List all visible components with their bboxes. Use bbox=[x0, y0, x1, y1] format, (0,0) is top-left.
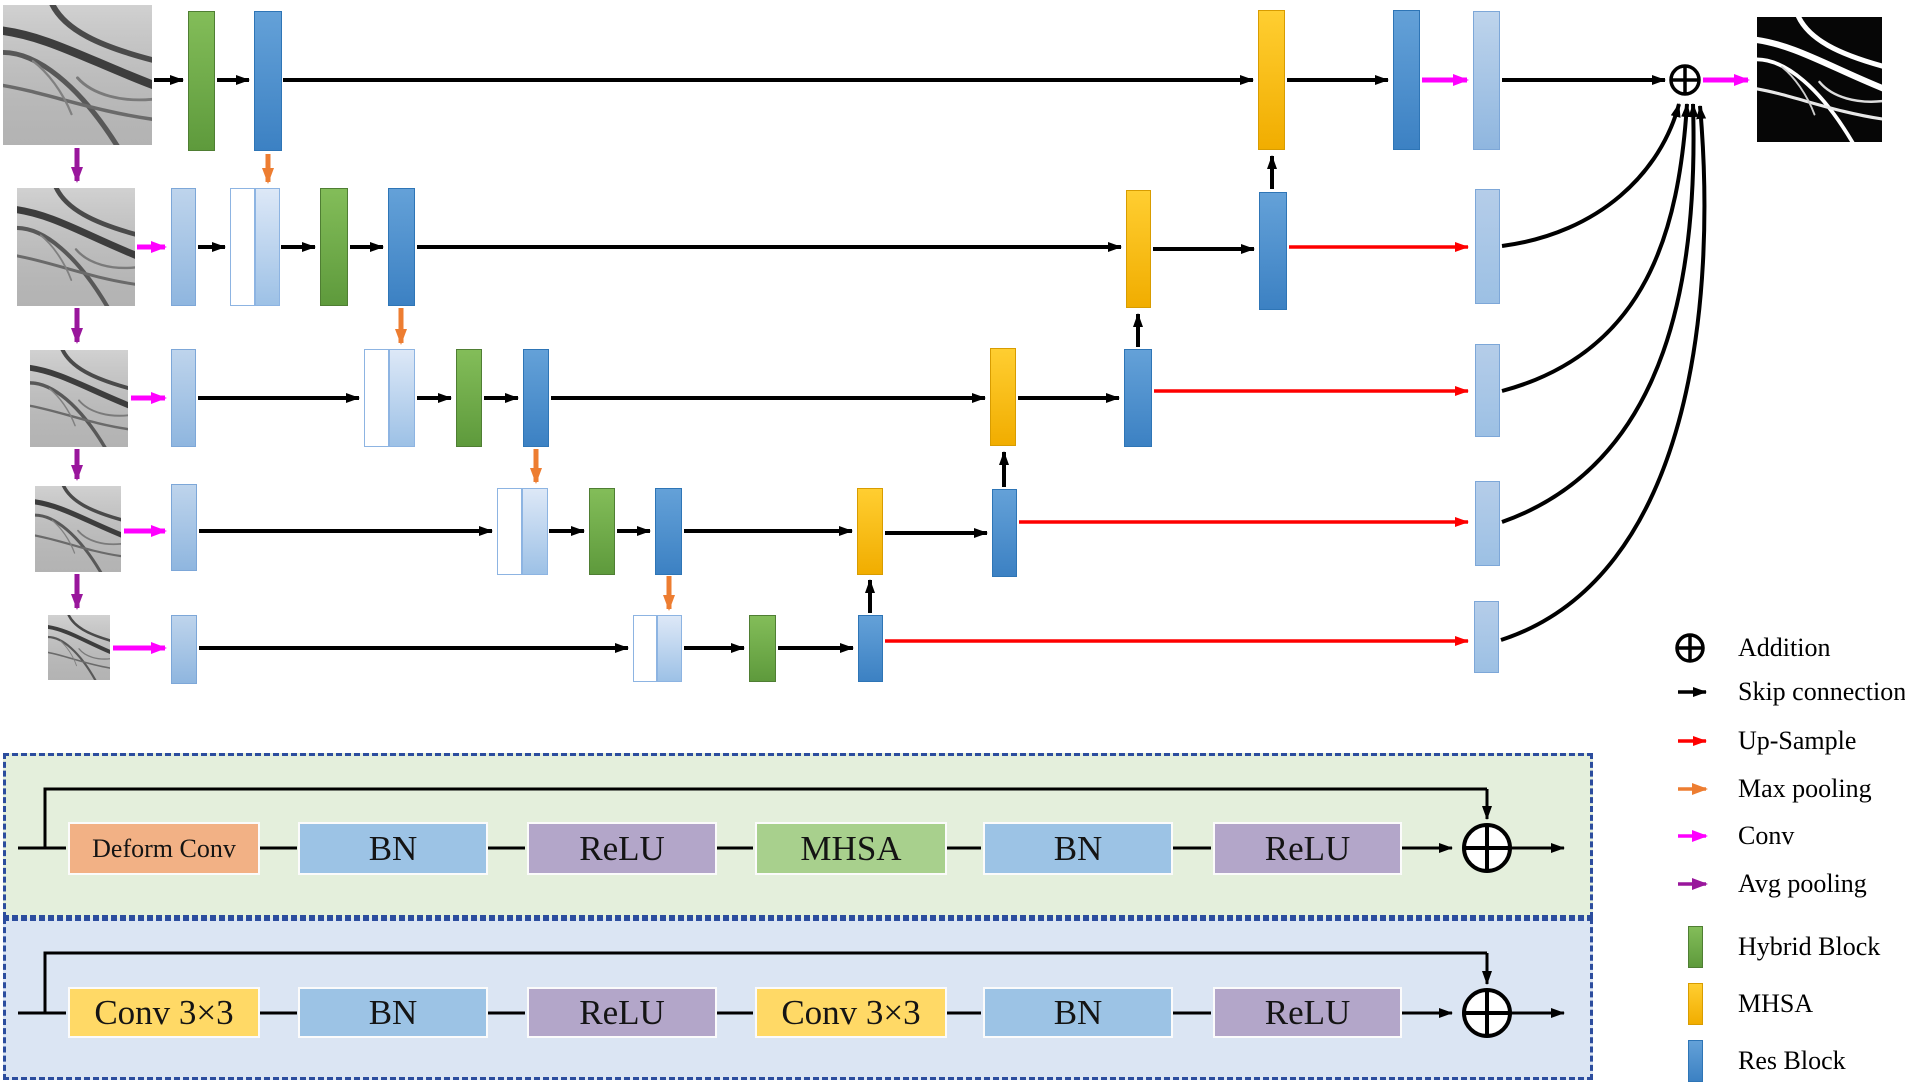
panel-box-bn: BN bbox=[983, 822, 1173, 875]
conv-feature-block bbox=[171, 484, 197, 571]
res-block bbox=[523, 349, 549, 447]
legend-label-up-sample: Up-Sample bbox=[1738, 726, 1857, 755]
concat-block-pooled-half bbox=[389, 349, 415, 447]
hybrid-block-icon bbox=[1688, 926, 1703, 968]
hybrid-block bbox=[456, 349, 482, 447]
mhsa-block bbox=[990, 348, 1016, 446]
hybrid-block bbox=[589, 488, 615, 575]
panel-box-relu: ReLU bbox=[1213, 822, 1402, 875]
legend-label-mhsa: MHSA bbox=[1738, 989, 1814, 1018]
panel-box-label: BN bbox=[368, 828, 418, 868]
panel-box-deform-conv: Deform Conv bbox=[68, 822, 260, 875]
panel-box-label: Deform Conv bbox=[92, 833, 236, 863]
input-image-scale-4 bbox=[35, 486, 121, 572]
panel-box-label: BN bbox=[1053, 992, 1103, 1032]
panel-box-mhsa: MHSA bbox=[755, 822, 947, 875]
res-block bbox=[1393, 10, 1420, 150]
input-image-scale-3 bbox=[30, 350, 128, 447]
res-block bbox=[1259, 192, 1287, 310]
legend-label-avg-pooling: Avg pooling bbox=[1738, 869, 1867, 898]
input-image-scale-2 bbox=[17, 188, 135, 306]
panel-box-label: MHSA bbox=[800, 828, 902, 868]
mhsa-block bbox=[1126, 190, 1151, 308]
input-image-scale-5 bbox=[48, 615, 110, 680]
res-block bbox=[254, 11, 282, 151]
mhsa-block bbox=[857, 488, 883, 575]
legend-label-skip-connection: Skip connection bbox=[1738, 677, 1905, 706]
upsample-arrows bbox=[885, 242, 1469, 646]
concat-block-identity-half bbox=[230, 188, 255, 306]
upsampled-feature-block bbox=[1475, 481, 1500, 566]
panel-box-relu: ReLU bbox=[527, 987, 717, 1038]
panel-box-label: ReLU bbox=[579, 992, 665, 1032]
hybrid-block bbox=[188, 11, 215, 151]
res-block bbox=[992, 489, 1017, 577]
upsampled-feature-block bbox=[1475, 189, 1500, 304]
legend-label-hybrid-block: Hybrid Block bbox=[1738, 932, 1881, 961]
concat-block-pooled-half bbox=[522, 488, 548, 575]
panel-box-bn: BN bbox=[298, 987, 488, 1038]
input-image-scale-1 bbox=[3, 5, 152, 145]
panel-box-label: BN bbox=[368, 992, 418, 1032]
panel-box-bn: BN bbox=[298, 822, 488, 875]
panel-box-label: ReLU bbox=[579, 828, 665, 868]
concat-block-pooled-half bbox=[657, 615, 682, 682]
conv-arrows bbox=[113, 74, 1750, 654]
res-block bbox=[655, 488, 682, 575]
hybrid-block bbox=[749, 615, 776, 682]
addition-node bbox=[1669, 64, 1701, 96]
panel-box-bn: BN bbox=[983, 987, 1173, 1038]
res-block bbox=[388, 188, 415, 306]
concat-block-identity-half bbox=[633, 615, 657, 682]
res-block-icon bbox=[1688, 1040, 1703, 1082]
panel-box-relu: ReLU bbox=[527, 822, 717, 875]
panel-box-label: ReLU bbox=[1264, 828, 1351, 868]
panel-box-conv-3-3: Conv 3×3 bbox=[755, 987, 947, 1038]
legend-label-addition: Addition bbox=[1738, 633, 1831, 662]
panel-box-label: ReLU bbox=[1264, 992, 1351, 1032]
conv-feature-block bbox=[171, 615, 197, 684]
fusion-curve-arrows bbox=[1500, 103, 1707, 642]
legend-label-max-pooling: Max pooling bbox=[1738, 774, 1872, 803]
panel-box-label: BN bbox=[1053, 828, 1103, 868]
panel-box-label: Conv 3×3 bbox=[94, 992, 234, 1032]
legend-arrow-icons bbox=[1678, 687, 1708, 890]
mhsa-block bbox=[1258, 10, 1285, 150]
res-block bbox=[1124, 349, 1152, 447]
panel-box-conv-3-3: Conv 3×3 bbox=[68, 987, 260, 1038]
legend-label-res-block: Res Block bbox=[1738, 1046, 1846, 1075]
conv-feature-block bbox=[171, 188, 196, 306]
mhsa-icon bbox=[1688, 983, 1703, 1025]
concat-block-identity-half bbox=[497, 488, 522, 575]
upsampled-feature-block bbox=[1475, 344, 1500, 437]
legend-label-conv: Conv bbox=[1738, 821, 1795, 850]
concat-block-pooled-half bbox=[255, 188, 280, 306]
output-segmentation-image bbox=[1757, 17, 1882, 142]
conv-feature-block bbox=[1473, 11, 1500, 150]
hybrid-block bbox=[320, 188, 348, 306]
concat-block-identity-half bbox=[364, 349, 389, 447]
panel-box-label: Conv 3×3 bbox=[781, 992, 921, 1032]
res-block bbox=[858, 615, 883, 682]
conv-feature-block bbox=[171, 349, 196, 447]
panel-box-relu: ReLU bbox=[1213, 987, 1402, 1038]
addition-node bbox=[1675, 633, 1705, 663]
upsampled-feature-block bbox=[1474, 601, 1499, 673]
